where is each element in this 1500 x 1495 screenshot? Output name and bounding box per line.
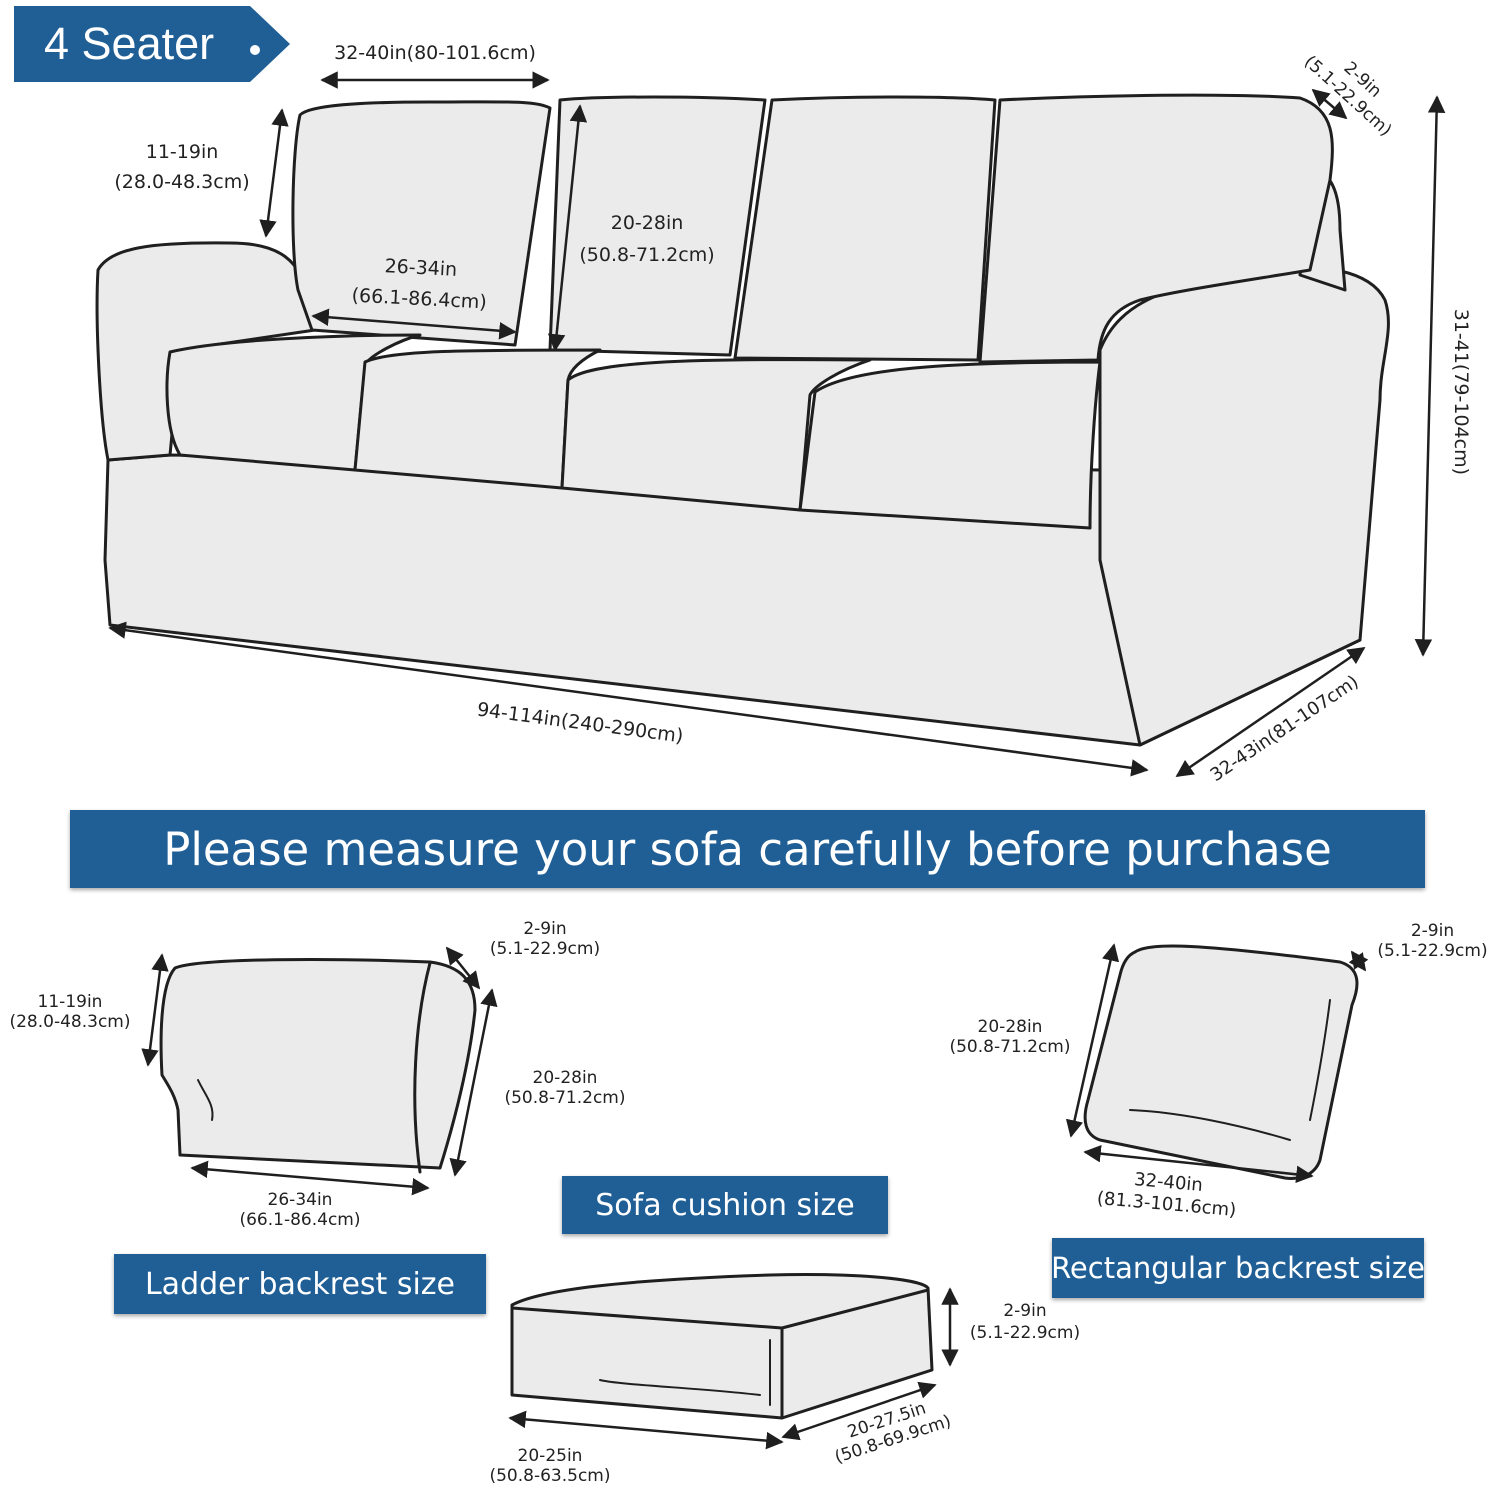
- seat-cushion-4: [798, 360, 1102, 530]
- badge-shape: [14, 6, 290, 82]
- label-in: 20-28in: [532, 1068, 598, 1088]
- dim-ladder-thickness: [445, 946, 481, 990]
- label-in: 26-34in: [267, 1190, 333, 1210]
- label-rect-thickness: 2-9in (5.1-22.9cm): [1365, 921, 1500, 961]
- label-back-top-height: 11-19in (28.0-48.3cm): [100, 137, 264, 198]
- dim-ladder-width: [190, 1160, 430, 1196]
- back-cushion-2: [548, 95, 767, 357]
- dim-depth: [1175, 646, 1366, 778]
- dim-ladder-height: [449, 988, 498, 1177]
- dim-back-lower-width: [311, 308, 517, 340]
- label-cm: (50.8-71.2cm): [949, 1037, 1071, 1058]
- label-cm: (66.1-86.4cm): [239, 1210, 361, 1231]
- dim-rect-height: [1065, 943, 1120, 1138]
- label-rect-height: 20-28in (50.8-71.2cm): [935, 1017, 1085, 1058]
- dim-rect-thickness: [1348, 950, 1369, 972]
- label-in: 2-9in: [1003, 1301, 1047, 1321]
- ladder-backrest-banner: Ladder backrest size: [114, 1254, 486, 1314]
- sofa-cushion-title: Sofa cushion size: [595, 1187, 855, 1223]
- badge-label: 4 Seater: [44, 18, 215, 69]
- label-cm: (28.0-48.3cm): [114, 171, 250, 194]
- rect-backrest-title: Rectangular backrest size: [1051, 1251, 1425, 1285]
- ladder-backrest-title: Ladder backrest size: [144, 1266, 456, 1302]
- label-text: 32-40in(80-101.6cm): [334, 42, 536, 64]
- label-in: 11-19in: [145, 141, 219, 163]
- label-in: 11-19in: [37, 992, 103, 1012]
- label-cm: (50.8-63.5cm): [489, 1466, 611, 1487]
- sofa-cushion-banner: Sofa cushion size: [562, 1176, 888, 1234]
- label-cushion-width: 20-25in (50.8-63.5cm): [475, 1446, 625, 1487]
- label-cm: (5.1-22.9cm): [489, 938, 601, 959]
- ladder-backrest-shape: [159, 958, 477, 1170]
- back-cushion-4: [978, 93, 1334, 364]
- seat-cushion-3: [560, 358, 872, 512]
- dim-rect-width: [1083, 1144, 1314, 1184]
- label-cm: (50.8-71.2cm): [579, 244, 715, 267]
- label-cm: (50.8-71.2cm): [504, 1088, 626, 1109]
- label-in: 20-25in: [517, 1446, 583, 1466]
- label-in: 2-9in: [1410, 921, 1455, 941]
- label-cm: (5.1-22.9cm): [1377, 940, 1488, 961]
- label-back-height: 20-28in (50.8-71.2cm): [562, 207, 732, 272]
- dim-total-length: [108, 621, 1149, 777]
- dim-total-height: [1414, 95, 1446, 657]
- label-in: 20-28in: [610, 212, 684, 234]
- main-banner: Please measure your sofa carefully befor…: [70, 810, 1425, 888]
- back-cushion-1: [291, 100, 552, 347]
- label-ladder-thickness: 2-9in (5.1-22.9cm): [470, 919, 620, 959]
- dim-cushion-width: [508, 1410, 784, 1450]
- dim-ladder-top-height: [141, 953, 169, 1067]
- dim-sofa-back-thickness: [1311, 88, 1348, 120]
- dim-back-top-height: [259, 108, 289, 238]
- label-in: 2-9in: [523, 919, 567, 939]
- seat-cushion-shape: [510, 1273, 934, 1420]
- label-text: 31-41(79-104cm): [1449, 308, 1472, 476]
- dim-back-height: [547, 104, 588, 352]
- back-cushion-3: [733, 95, 997, 362]
- label-in: 20-28in: [977, 1017, 1043, 1037]
- label-cm: (5.1-22.9cm): [969, 1323, 1081, 1344]
- label-total-height: 31-41(79-104cm): [1448, 272, 1472, 512]
- label-cushion-thickness: 2-9in (5.1-22.9cm): [965, 1300, 1085, 1344]
- seater-badge: 4 Seater: [14, 6, 290, 82]
- label-ladder-top-height: 11-19in (28.0-48.3cm): [0, 992, 140, 1032]
- label-ladder-height: 20-28in (50.8-71.2cm): [490, 1068, 640, 1109]
- main-banner-text: Please measure your sofa carefully befor…: [163, 822, 1332, 876]
- rect-backrest-shape: [1083, 944, 1359, 1180]
- label-cm: (28.0-48.3cm): [9, 1011, 131, 1032]
- label-back-lower-width: 26-34in (66.1-86.4cm): [333, 249, 506, 320]
- sofa-right-arm: [1098, 265, 1390, 747]
- dot-icon: [250, 45, 260, 55]
- label-back-cushion-width: 32-40in(80-101.6cm): [322, 42, 548, 66]
- rect-backrest-banner: Rectangular backrest size: [1051, 1238, 1425, 1298]
- label-ladder-width: 26-34in (66.1-86.4cm): [220, 1190, 380, 1231]
- dim-cushion-depth: [781, 1381, 937, 1441]
